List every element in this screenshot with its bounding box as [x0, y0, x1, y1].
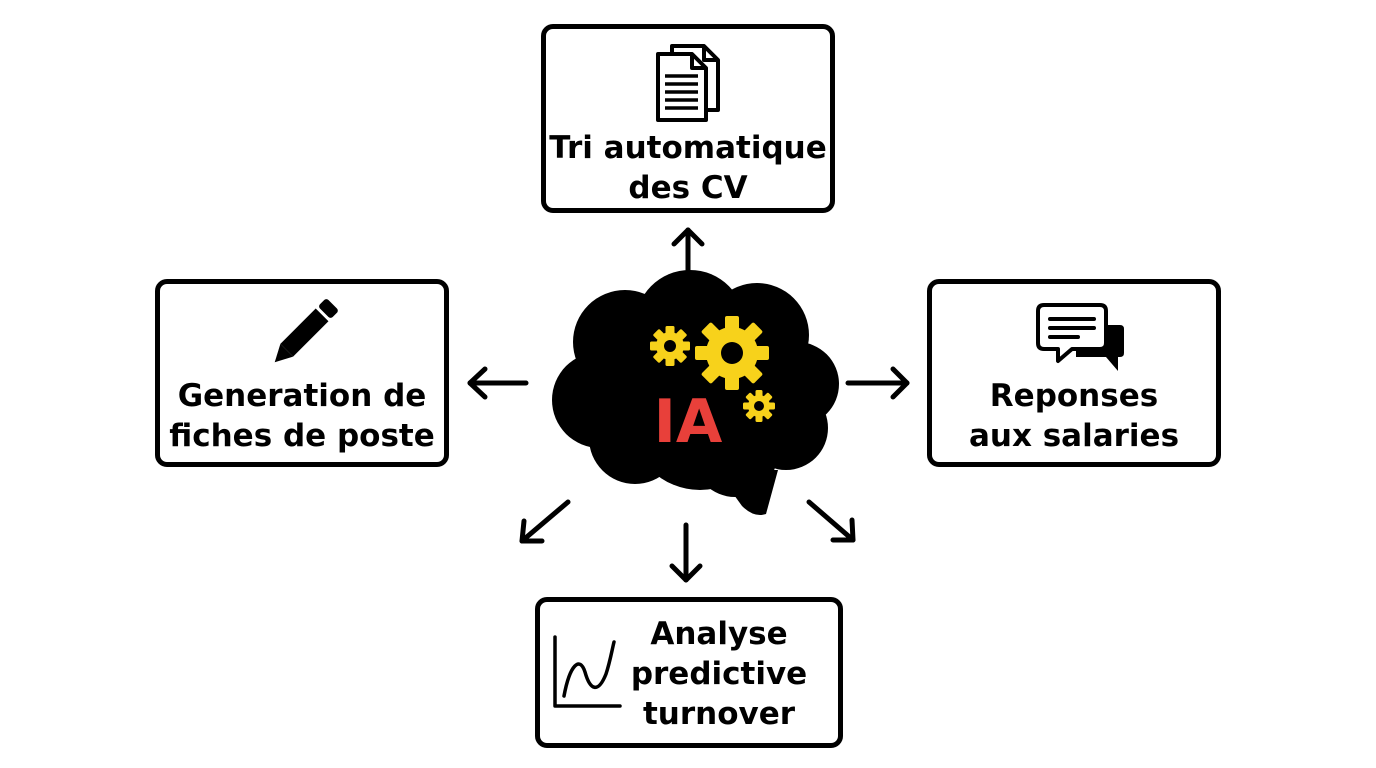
gear-tiny-icon	[743, 390, 775, 422]
node-bottom-line-1: Analyse	[650, 616, 788, 652]
node-top-line-1: Tri automatique	[549, 130, 827, 166]
node-top-label: Tri automatique des CV	[546, 128, 830, 208]
arrow-right	[845, 366, 910, 400]
pencil-icon	[274, 299, 338, 363]
node-bottom-line-3: turnover	[642, 696, 796, 732]
line-chart-icon	[553, 635, 622, 708]
center-label: IA	[653, 387, 723, 457]
node-bottom-label: Analyse predictive turnover	[629, 614, 809, 734]
node-generation-fiches-poste	[155, 279, 449, 467]
node-right-line-1: Reponses	[989, 378, 1159, 414]
arrow-up	[671, 227, 705, 280]
arrow-down-right	[806, 499, 856, 543]
node-right-label: Reponses aux salaries	[932, 376, 1216, 456]
node-left-label: Generation de fiches de poste	[160, 376, 444, 456]
gear-large-icon	[695, 316, 769, 390]
documents-icon	[656, 44, 720, 122]
chat-bubbles-icon	[1036, 303, 1124, 371]
node-right-line-2: aux salaries	[968, 418, 1180, 454]
gear-small-icon	[650, 326, 690, 366]
node-bottom-line-2: predictive	[630, 656, 808, 692]
arrow-down-left	[519, 499, 571, 544]
arrow-down	[669, 522, 703, 583]
node-top-line-2: des CV	[628, 170, 748, 206]
arrow-left	[467, 366, 529, 400]
node-left-line-2: fiches de poste	[169, 418, 435, 454]
node-left-line-1: Generation de	[177, 378, 427, 414]
